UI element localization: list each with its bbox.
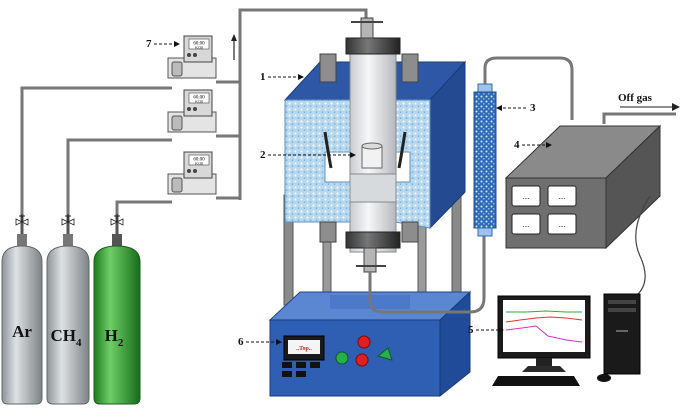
off-gas-pipe: Off gas — [602, 92, 680, 124]
svg-text:H2: H2 — [105, 326, 124, 349]
gas-lines — [20, 8, 368, 215]
callout-3: 3 — [496, 102, 536, 114]
svg-text:3: 3 — [530, 102, 536, 114]
callout-7: 7 — [146, 38, 180, 50]
computer-tower — [603, 293, 641, 375]
panel-display-text: ..Top.. — [296, 346, 312, 352]
data-cable — [635, 195, 651, 297]
mfc-unit: sccm — [195, 99, 204, 104]
mfc-value: 60.00 — [193, 42, 205, 47]
control-panel: ..Top.. — [282, 335, 393, 377]
analyzer-button-text: .... — [523, 221, 530, 229]
off-gas-label: Off gas — [618, 92, 653, 104]
mass-flow-controller: 60.00 sccm — [167, 151, 217, 195]
callout-1: 1 — [260, 71, 304, 83]
cylinder-subscript-ch4: 4 — [76, 337, 82, 349]
svg-text:6: 6 — [238, 336, 244, 348]
cylinder-label-h2: H — [105, 326, 118, 345]
valve-icon — [15, 214, 29, 234]
packed-column — [473, 83, 497, 237]
mfc-value: 60.00 — [193, 158, 205, 163]
mass-flow-controller: 60.00 sccm — [167, 35, 217, 79]
valve-icon — [61, 214, 75, 234]
gas-cylinder-ch4: CH4 — [46, 234, 90, 405]
cylinder-label-ar: Ar — [12, 322, 32, 341]
mfc-unit: sccm — [195, 45, 204, 50]
gas-cylinder-h2: H2 — [93, 234, 141, 405]
cylinder-subscript-h2: 2 — [118, 337, 124, 349]
callout-4: 4 — [514, 139, 552, 151]
analyzer-button-text: .... — [523, 193, 530, 201]
gas-cylinder-ar: Ar — [1, 234, 43, 405]
callout-6: 6 — [238, 336, 282, 348]
svg-text:1: 1 — [260, 71, 266, 83]
gas-analyzer: .... .... .... .... — [504, 124, 662, 250]
column-to-analyzer-line — [483, 56, 574, 120]
svg-text:2: 2 — [260, 149, 266, 161]
analyzer-button-text: .... — [559, 221, 566, 229]
mfc-unit: sccm — [195, 161, 204, 166]
svg-text:5: 5 — [468, 324, 474, 336]
callout-5: 5 — [468, 324, 504, 336]
mass-flow-controller: 60.00 sccm — [167, 89, 217, 133]
flow-arrow-icon — [231, 34, 237, 60]
exhaust-line — [368, 234, 486, 314]
computer-monitor — [492, 295, 611, 386]
analyzer-button-text: .... — [559, 193, 566, 201]
valve-icon — [110, 214, 124, 234]
callout-2: 2 — [260, 149, 356, 161]
cylinder-label-ch4: CH — [51, 326, 77, 345]
svg-text:7: 7 — [146, 38, 152, 50]
quartz-tube — [345, 17, 401, 273]
svg-text:4: 4 — [514, 139, 520, 151]
mfc-value: 60.00 — [193, 96, 205, 101]
svg-text:CH4: CH4 — [51, 326, 83, 349]
